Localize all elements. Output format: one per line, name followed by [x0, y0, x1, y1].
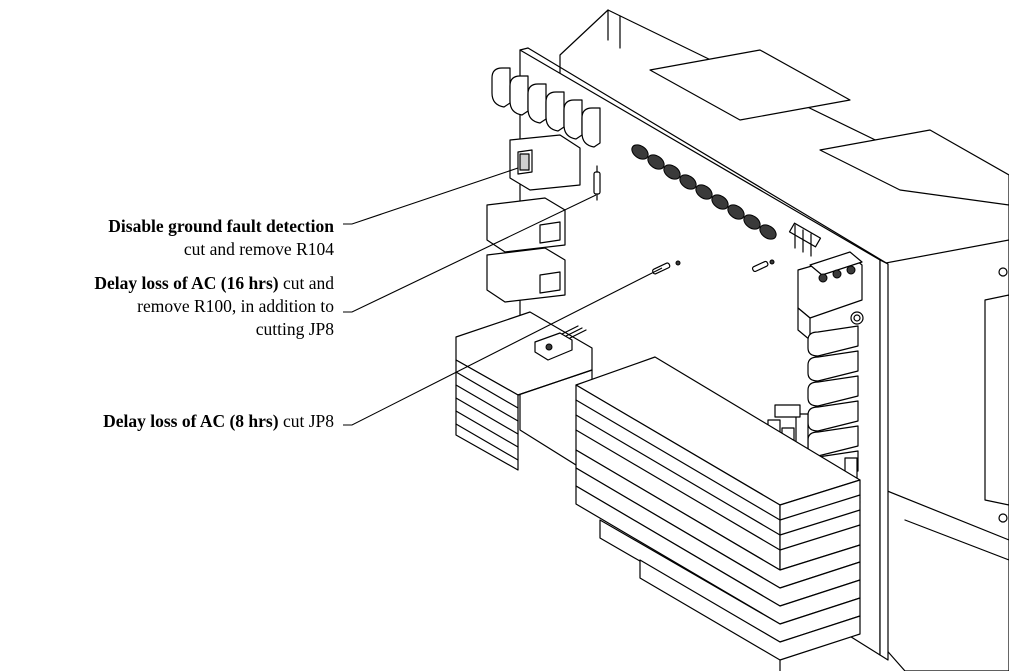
callout-delay-16hrs: Delay loss of AC (16 hrs) cut and remove… — [94, 272, 334, 341]
terminal-block-right — [797, 251, 863, 341]
callout-text: remove R100, in addition to — [137, 296, 334, 316]
callout-text: cut and — [278, 273, 334, 293]
rear-chassis — [559, 9, 1009, 671]
pin-header — [788, 222, 822, 257]
leader-lines — [343, 167, 663, 426]
resistor-r104 — [593, 165, 601, 201]
terminal-block-top — [491, 67, 601, 148]
leader-line-2 — [343, 194, 597, 313]
callout-title: Disable ground fault detection — [108, 216, 334, 236]
heatsink-left — [455, 311, 593, 471]
heatsink-front — [575, 356, 861, 671]
resistor-r100 — [751, 259, 775, 273]
callout-delay-8hrs: Delay loss of AC (8 hrs) cut JP8 — [103, 410, 334, 433]
callout-text: cut and remove R104 — [183, 239, 334, 259]
callout-title: Delay loss of AC (16 hrs) — [94, 273, 279, 293]
callout-title: Delay loss of AC (8 hrs) — [103, 411, 279, 431]
transistor — [534, 325, 587, 361]
callout-ground-fault: Disable ground fault detection cut and r… — [108, 215, 334, 261]
leader-line-3 — [343, 267, 663, 426]
callout-text: cutting JP8 — [255, 319, 334, 339]
leader-line-1 — [343, 167, 519, 225]
capacitor-row — [631, 144, 777, 240]
callout-text: cut JP8 — [278, 411, 334, 431]
relay-blocks — [486, 134, 581, 303]
